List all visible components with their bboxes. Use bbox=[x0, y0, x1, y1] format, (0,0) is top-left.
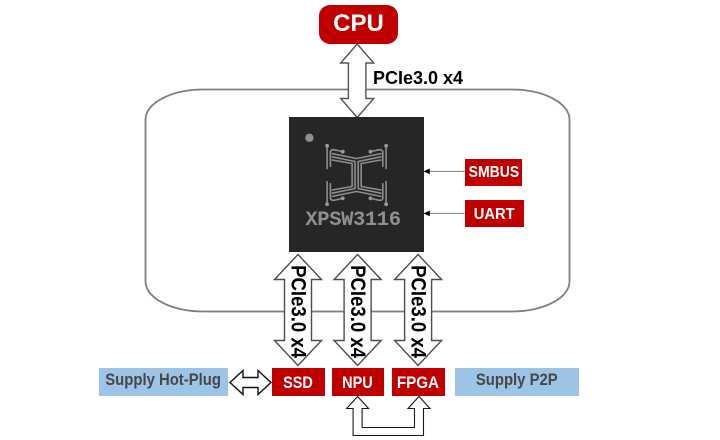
svg-text:PCIe3.0 x4: PCIe3.0 x4 bbox=[407, 265, 430, 358]
svg-text:PCIe3.0 x4: PCIe3.0 x4 bbox=[346, 265, 369, 358]
svg-text:PCIe3.0 x4: PCIe3.0 x4 bbox=[287, 265, 310, 358]
